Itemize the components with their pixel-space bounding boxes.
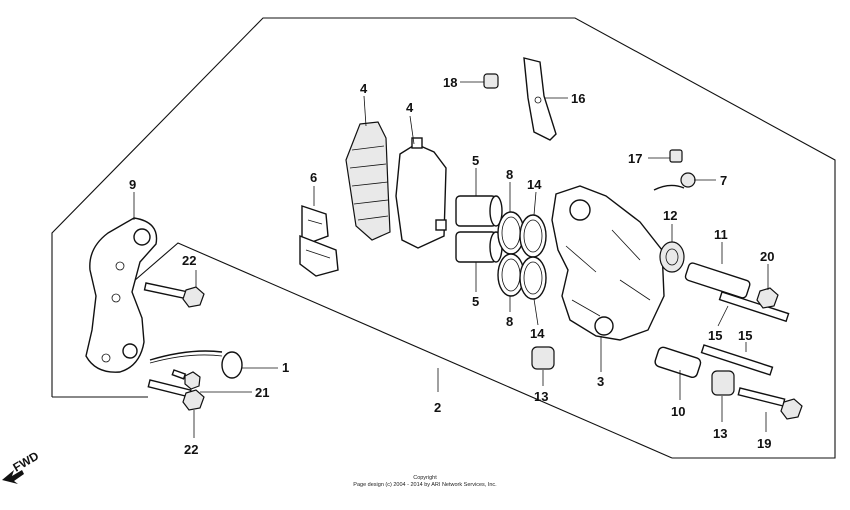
fwd-label: FWD [11, 449, 42, 475]
callout-18: 18 [443, 75, 457, 90]
slide-pin-part [684, 262, 751, 299]
callout-4-inner: 4 [406, 100, 414, 115]
boot-right-part [711, 370, 735, 396]
callout-12: 12 [663, 208, 677, 223]
leader-lines [133, 81, 769, 438]
callout-16: 16 [571, 91, 585, 106]
cap-part [653, 172, 696, 191]
pin-boot-part [659, 241, 685, 273]
callout-3: 3 [597, 374, 604, 389]
caliper-bracket-part [85, 217, 158, 373]
brake-pad-inner-part [395, 137, 447, 249]
callout-4-outer: 4 [360, 81, 368, 96]
pad-spring-part [299, 205, 339, 277]
callout-1: 1 [282, 360, 289, 375]
callout-8-upper: 8 [506, 167, 513, 182]
callout-14-lower: 14 [530, 326, 545, 341]
bleed-valve-part [669, 149, 683, 163]
callout-15-left: 15 [708, 328, 722, 343]
callout-13-left: 13 [534, 389, 548, 404]
bolt-19-part [737, 387, 803, 420]
callout-13-right: 13 [713, 426, 727, 441]
bolt-20-part [756, 287, 779, 309]
fwd-arrow-icon [2, 470, 24, 484]
brake-pad-outer-part [345, 121, 391, 241]
dust-seal-upper-part [519, 214, 547, 258]
callout-17: 17 [628, 151, 642, 166]
callout-22-lower: 22 [184, 442, 198, 457]
callout-8-lower: 8 [506, 314, 513, 329]
small-bolt-part [171, 369, 201, 390]
boot-left-part [531, 346, 555, 370]
callout-20: 20 [760, 249, 774, 264]
sleeve-part [654, 346, 702, 379]
callout-11: 11 [714, 227, 728, 242]
callout-14-upper: 14 [527, 177, 542, 192]
assembly-frame [51, 17, 836, 459]
shim-part [523, 57, 557, 141]
copyright-line-1: Copyright [413, 475, 437, 481]
callout-10: 10 [671, 404, 685, 419]
callout-5-upper: 5 [472, 153, 479, 168]
piston-lower-part [455, 231, 503, 263]
caliper-body-part [551, 185, 665, 341]
bolt-lower-part [147, 379, 205, 411]
callout-5-lower: 5 [472, 294, 479, 309]
bolt-upper-part [143, 282, 205, 308]
copyright-line-2: Page design (c) 2004 - 2014 by ARI Netwo… [353, 482, 497, 488]
pad-pin-upper-part [718, 291, 790, 323]
callout-7: 7 [720, 173, 727, 188]
callout-2: 2 [434, 400, 441, 415]
callout-22-upper: 22 [182, 253, 196, 268]
pin-clip-part [149, 350, 243, 379]
callout-6: 6 [310, 170, 317, 185]
callout-21: 21 [255, 385, 269, 400]
callout-19: 19 [757, 436, 771, 451]
callout-9: 9 [129, 177, 136, 192]
bleed-cap-part [483, 73, 499, 89]
piston-upper-part [455, 195, 503, 227]
dust-seal-lower-part [519, 256, 547, 300]
callout-15-right: 15 [738, 328, 752, 343]
pad-pin-lower-part [700, 344, 774, 376]
